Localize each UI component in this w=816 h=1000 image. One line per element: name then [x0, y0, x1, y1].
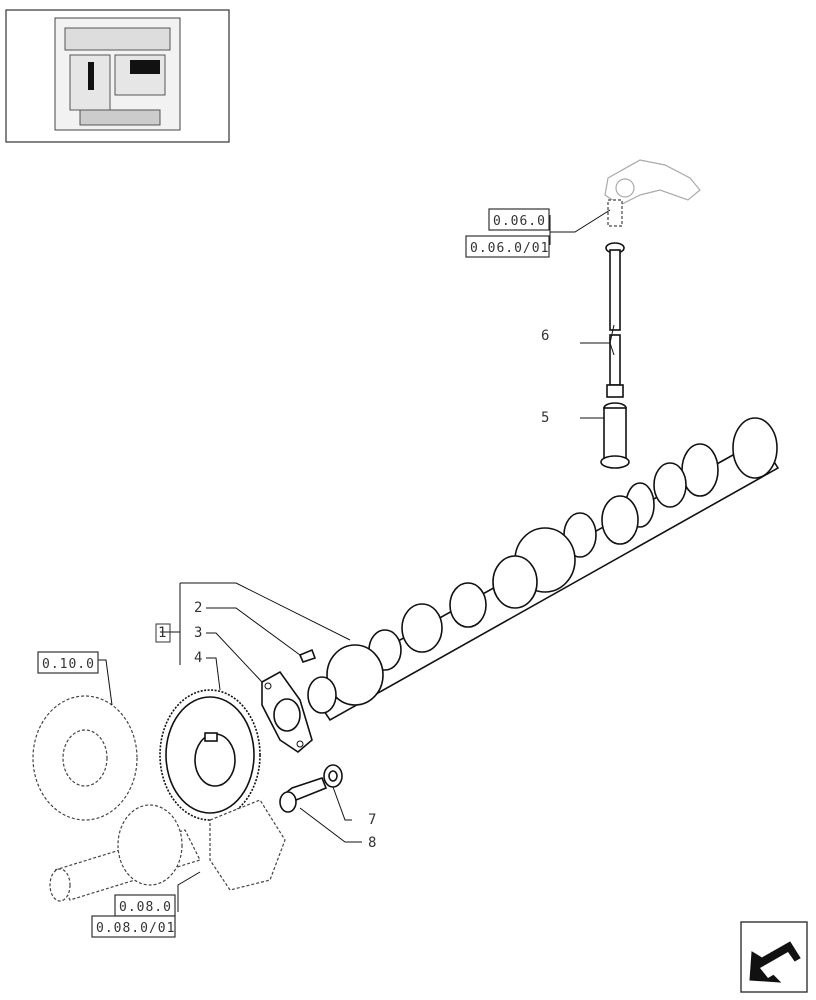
ref-0-06-0-label: 0.06.0: [493, 214, 546, 229]
bolt: [279, 777, 328, 813]
push-rod: [605, 242, 625, 398]
woodruff-key: [298, 648, 317, 663]
camshaft: [307, 417, 780, 722]
engine-thumbnail-icon[interactable]: [5, 9, 230, 143]
callout-5: 5: [541, 410, 549, 426]
arrow-down-left-icon[interactable]: [740, 921, 808, 993]
thrust-plate: [261, 670, 313, 754]
callout-1: 1: [158, 625, 166, 641]
ref-0-06-0-01-label: 0.06.0/01: [470, 241, 549, 256]
ref-0-10-0-label: 0.10.0: [42, 657, 95, 672]
crankshaft: [49, 799, 286, 902]
leader-lines: [96, 209, 615, 912]
ref-0-08-0-label: 0.08.0: [119, 900, 172, 915]
ref-0-06-0[interactable]: 0.06.0: [488, 208, 550, 231]
ref-0-08-0-01-label: 0.08.0/01: [96, 921, 175, 936]
callout-4: 4: [194, 650, 202, 666]
callout-6: 6: [541, 328, 549, 344]
callout-8: 8: [368, 835, 376, 851]
camshaft-gear: [159, 689, 261, 821]
idler-gear: [32, 695, 138, 821]
callout-7: 7: [368, 812, 376, 828]
tappet: [600, 402, 630, 469]
ref-0-08-0[interactable]: 0.08.0: [114, 894, 176, 917]
rocker-arm: [604, 159, 701, 227]
ref-0-10-0[interactable]: 0.10.0: [37, 651, 99, 674]
callout-3: 3: [194, 625, 202, 641]
callout-2: 2: [194, 600, 202, 616]
washer: [323, 764, 343, 788]
ref-0-08-0-01[interactable]: 0.08.0/01: [91, 915, 176, 938]
ref-0-06-0-01[interactable]: 0.06.0/01: [465, 235, 550, 258]
